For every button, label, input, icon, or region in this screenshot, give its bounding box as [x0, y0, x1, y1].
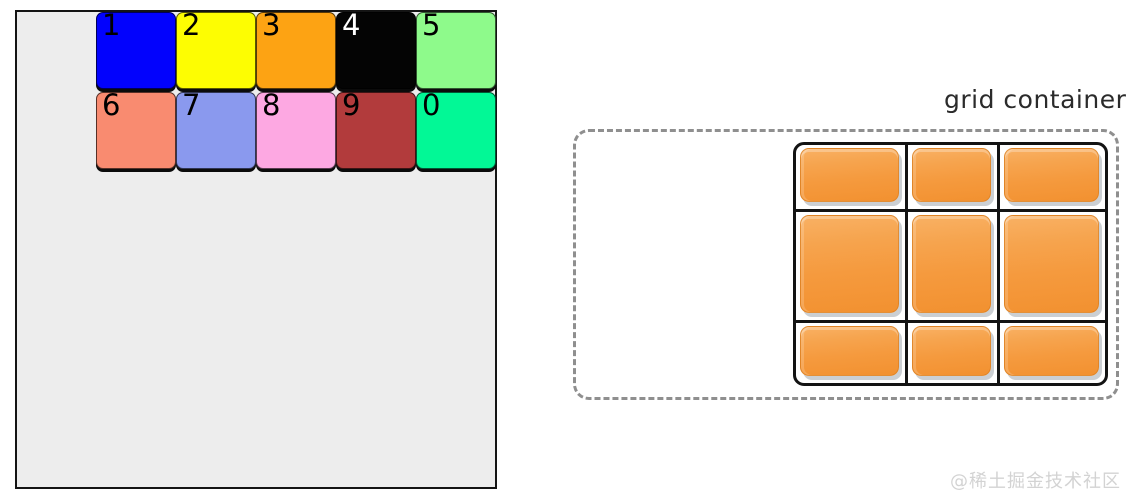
box-number: 9	[342, 88, 361, 122]
grid-item-tile	[1004, 148, 1099, 202]
color-box-1: 1	[96, 8, 176, 89]
box-number: 2	[182, 8, 201, 42]
color-box-7: 7	[176, 88, 256, 169]
color-box-9: 9	[336, 88, 416, 169]
numbered-boxes-grid: 1 2 3 4 5 6 7 8 9 0	[96, 8, 496, 172]
grid-cell	[1000, 323, 1105, 383]
grid-item-tile	[912, 326, 991, 376]
box-number: 3	[262, 8, 281, 42]
box-number: 4	[342, 8, 361, 42]
color-box-0: 0	[416, 88, 496, 169]
grid-item-tile	[1004, 326, 1099, 376]
box-number: 5	[422, 8, 441, 42]
grid-container-dashed-outline	[573, 129, 1119, 400]
color-box-3: 3	[256, 8, 336, 89]
color-box-4: 4	[336, 8, 416, 89]
grid-cell	[1000, 212, 1105, 320]
grid-cell	[1000, 145, 1105, 209]
color-box-8: 8	[256, 88, 336, 169]
box-number: 0	[422, 88, 441, 122]
grid-cells	[793, 142, 1108, 386]
color-box-6: 6	[96, 88, 176, 169]
grid-cell	[796, 145, 905, 209]
grid-item-tile	[800, 148, 899, 202]
grid-item-tile	[912, 148, 991, 202]
grid-item-tile	[800, 326, 899, 376]
demo-panel: 1 2 3 4 5 6 7 8 9 0	[15, 10, 497, 489]
grid-cell	[796, 212, 905, 320]
box-number: 7	[182, 88, 201, 122]
box-number: 1	[102, 8, 121, 42]
grid-item-tile	[912, 215, 991, 313]
grid-cell	[908, 145, 997, 209]
grid-cell	[908, 323, 997, 383]
box-number: 6	[102, 88, 121, 122]
box-number: 8	[262, 88, 281, 122]
watermark: @稀土掘金技术社区	[950, 471, 1121, 492]
color-box-5: 5	[416, 8, 496, 89]
grid-item-tile	[800, 215, 899, 313]
grid-cell	[908, 212, 997, 320]
grid-container-label: grid container	[944, 85, 1127, 114]
grid-cell	[796, 323, 905, 383]
color-box-2: 2	[176, 8, 256, 89]
grid-item-tile	[1004, 215, 1099, 313]
